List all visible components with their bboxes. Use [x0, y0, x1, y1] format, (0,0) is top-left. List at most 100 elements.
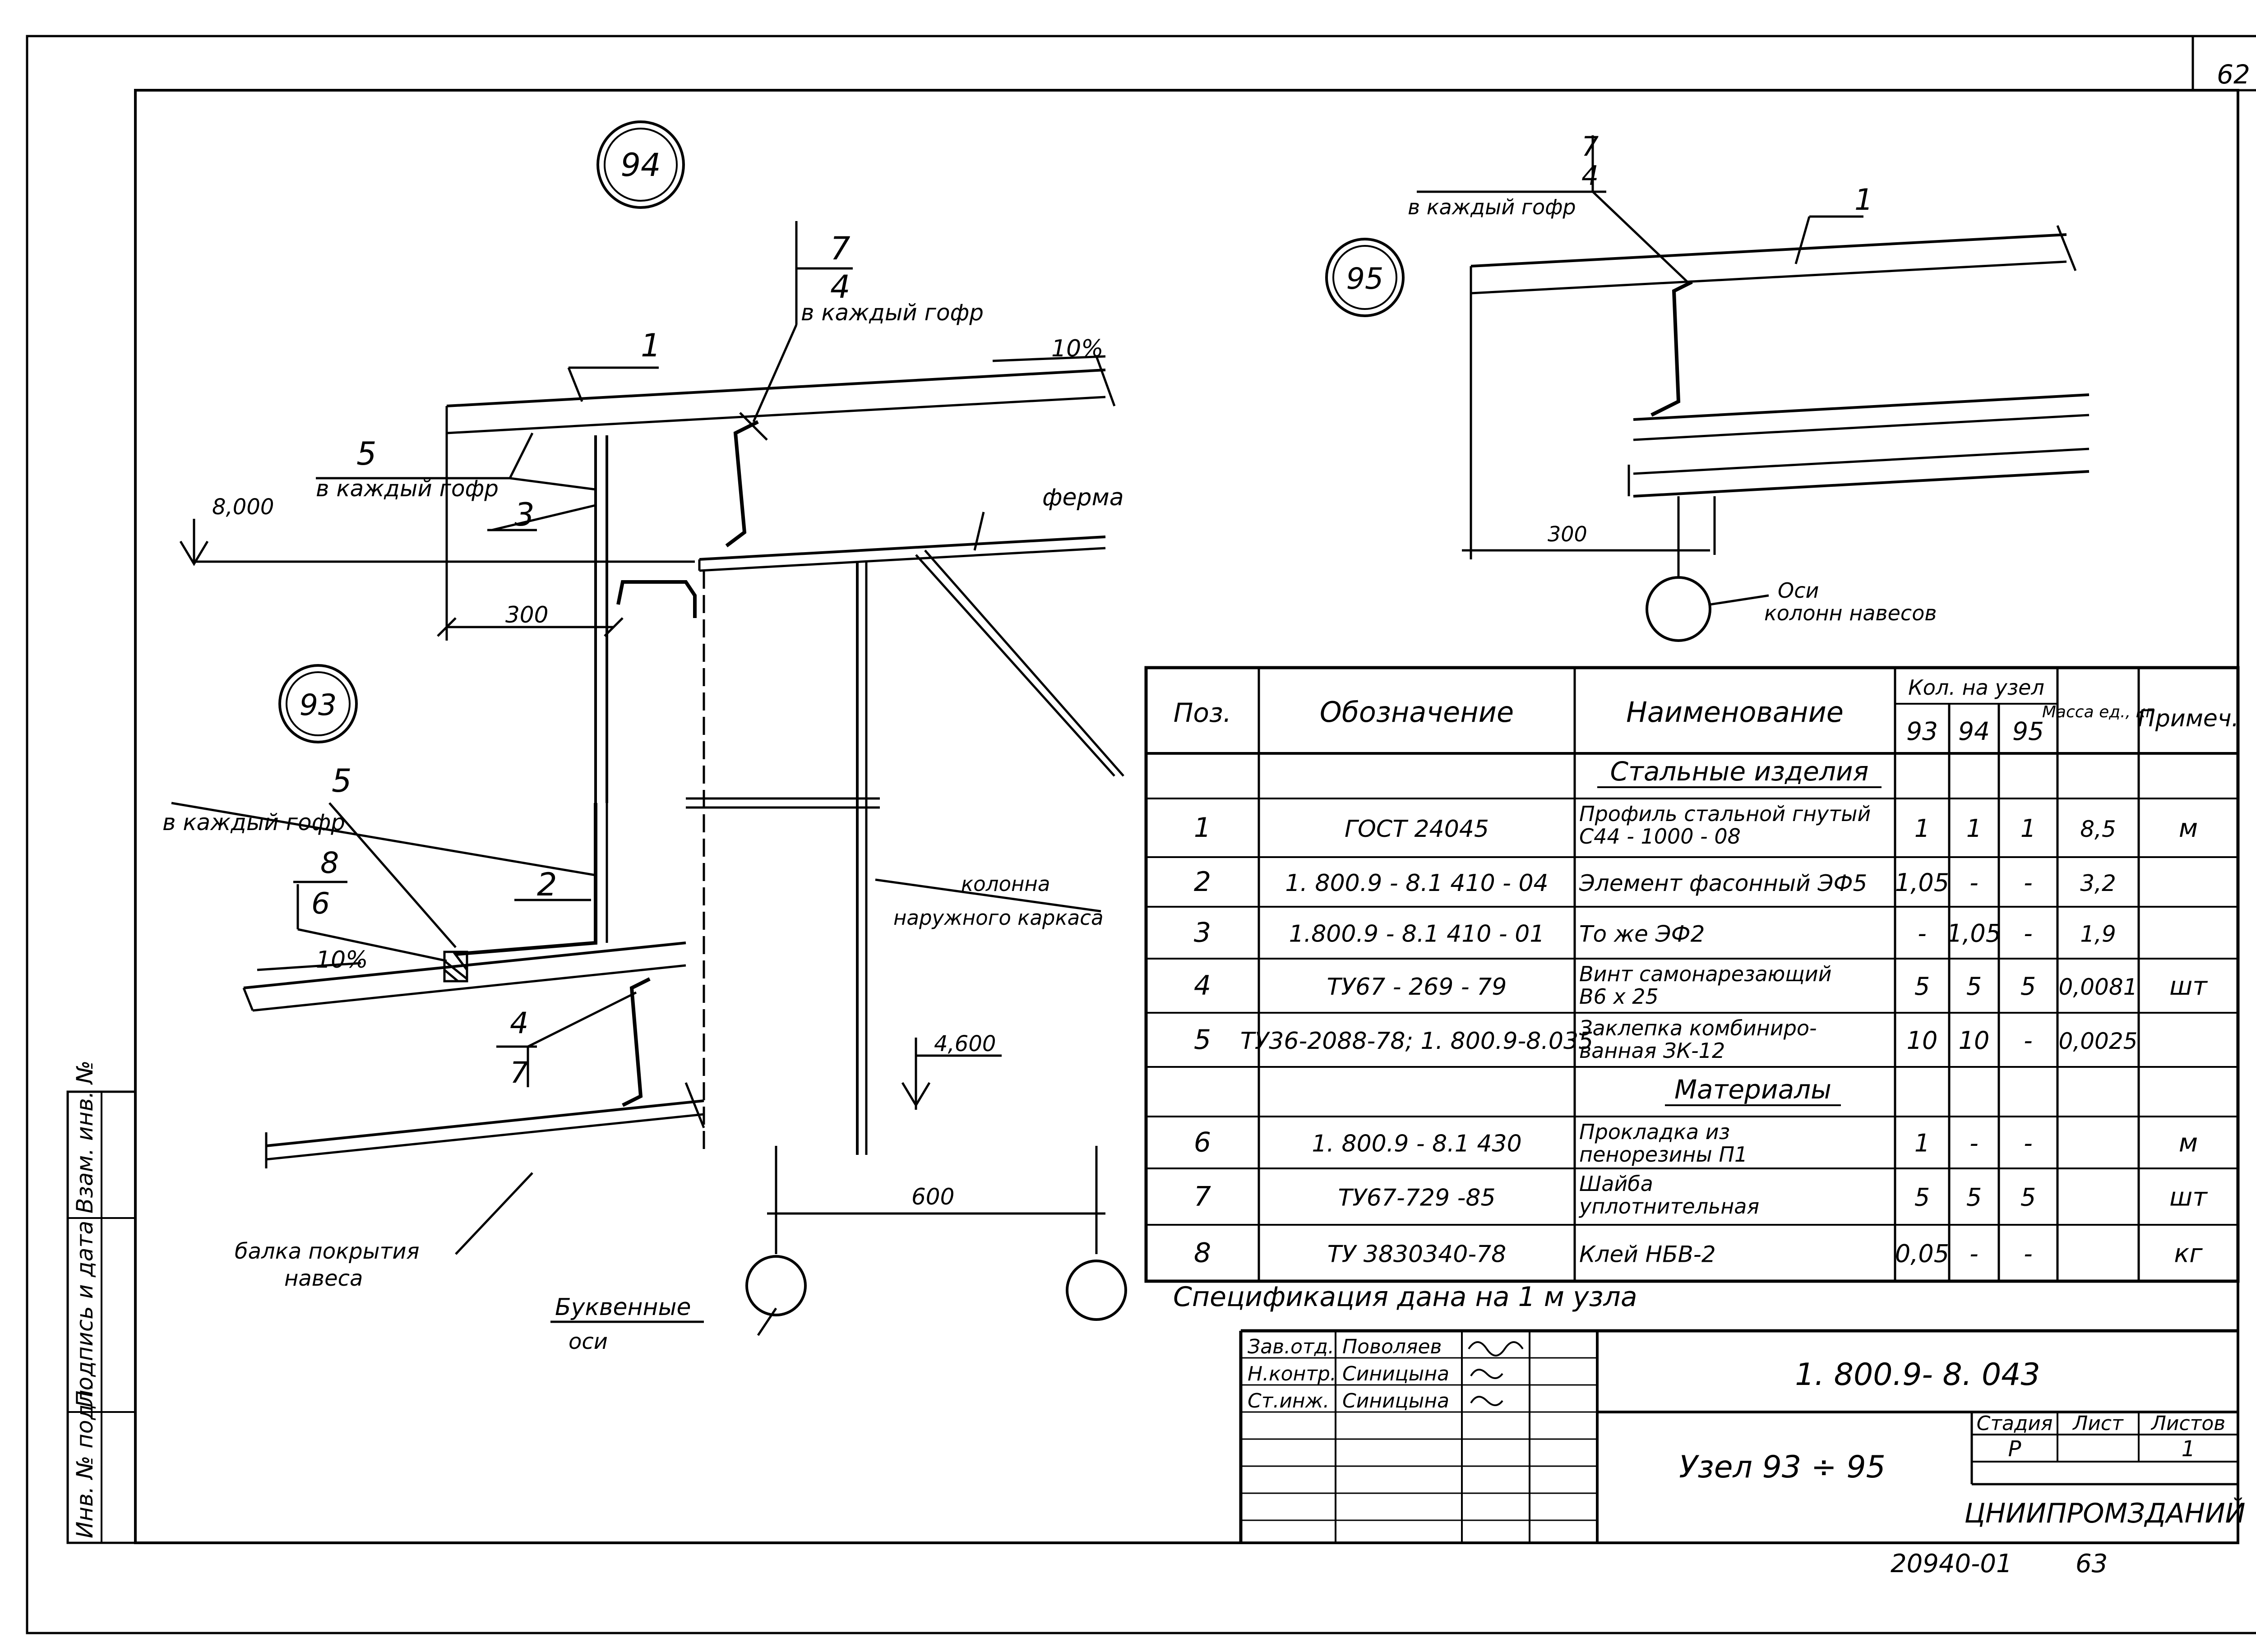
stamp-name-3: Синицына: [1342, 1389, 1449, 1412]
signature-3: [1470, 1396, 1503, 1406]
spec-row-8-name1: Клей НБВ-2: [1579, 1241, 1716, 1268]
spec-row-1-q94: 1: [1966, 814, 1982, 843]
sheet-title: Узел 93 ÷ 95: [1679, 1449, 1886, 1485]
stage-value: Р: [2008, 1436, 2021, 1462]
spec-row-5-q94: 10: [1959, 1026, 1990, 1055]
spec-row-6-pos: 6: [1194, 1127, 1211, 1158]
spec-row-1-name1: Профиль стальной гнутый: [1579, 802, 1871, 826]
spec-row-6-name2: пенорезины П1: [1579, 1142, 1747, 1167]
axis-circle-95: [1646, 576, 1711, 642]
spec-row-4-pos: 4: [1194, 970, 1211, 1001]
spec-row-5-name1: Заклепка комбиниро-: [1579, 1016, 1817, 1040]
page-number: 62: [2217, 59, 2250, 90]
title-block-text: Зав.отд. Н.контр. Ст.инж. Поволяев Синиц…: [1248, 1335, 2246, 1529]
node-95-circle: [1325, 238, 1405, 317]
stamp-name-1: Поволяев: [1342, 1335, 1442, 1358]
node-95-number: 95: [1346, 262, 1384, 296]
outer-border: [26, 35, 2256, 1634]
side-strip: Инв. № подл. Подпись и дата Взам. инв. №: [66, 1061, 137, 1544]
spec-row-4-name1: Винт самонарезающий: [1579, 962, 1832, 986]
side-label-sign: Подпись и дата: [72, 1221, 98, 1407]
letter-axes-2: оси: [569, 1329, 608, 1354]
slope-94: 10%: [1051, 335, 1104, 362]
letter-axes-1: Буквенные: [555, 1294, 691, 1321]
section-steel: Стальные изделия: [1610, 756, 1869, 787]
spec-footnote: Спецификация дана на 1 м узла: [1173, 1281, 1637, 1313]
spec-row-8-q93: 0,05: [1895, 1240, 1949, 1268]
spec-row-2-mass: 3,2: [2080, 870, 2116, 896]
spec-row-6-q93: 1: [1914, 1129, 1930, 1158]
spec-row-7-name2: уплотнительная: [1578, 1194, 1759, 1218]
dim-300-94: 300: [505, 602, 548, 628]
spec-row-6-designation: 1. 800.9 - 8.1 430: [1312, 1131, 1521, 1158]
spec-row-4-q93: 5: [1914, 972, 1930, 1001]
spec-row-1-pos: 1: [1194, 812, 1211, 844]
gasket: [443, 951, 468, 983]
each-corrug-95: в каждый гофр: [1408, 195, 1576, 219]
spec-row-7-q94: 5: [1966, 1183, 1982, 1212]
spec-row-3-q93: -: [1918, 919, 1927, 948]
node-95-drawing: [1325, 135, 2090, 642]
header-name: Наименование: [1626, 696, 1844, 729]
level-8000: 8,000: [212, 494, 274, 520]
signature-1: [1468, 1341, 1524, 1357]
beam-label-1: балка покрытия: [235, 1239, 420, 1264]
beam-label-2: навеса: [284, 1266, 363, 1291]
spec-row-4-designation: ТУ67 - 269 - 79: [1327, 974, 1507, 1001]
dim-600: 600: [911, 1184, 954, 1210]
leader-95-bottom: 4: [1581, 160, 1599, 192]
spec-row-1-note: м: [2179, 814, 2198, 843]
spec-row-2-pos: 2: [1194, 866, 1211, 898]
spec-row-4-name2: В6 х 25: [1579, 984, 1659, 1009]
node-94-drawing: [179, 120, 1124, 1155]
stamp-role-2: Н.контр.: [1248, 1362, 1336, 1385]
header-q95: 95: [2012, 717, 2044, 746]
spec-row-5-q93: 10: [1907, 1026, 1938, 1055]
header-note: Примеч.: [2138, 705, 2239, 732]
node-93-number: 93: [300, 688, 337, 722]
node-93-drawing: [171, 664, 1127, 1336]
spec-row-6-q94: -: [1969, 1129, 1979, 1158]
pos3-94: 3: [514, 496, 535, 533]
spec-row-2-q93: 1,05: [1895, 868, 1949, 897]
leader-94-bottom: 4: [830, 268, 851, 305]
spec-row-3-q94: 1,05: [1947, 919, 2001, 948]
spec-row-8-pos: 8: [1194, 1237, 1211, 1269]
each-corrug-94b: в каждый гофр: [316, 475, 499, 502]
sheets-header: Листов: [2150, 1412, 2225, 1435]
pos5-93: 5: [332, 762, 352, 799]
stamp-role-3: Ст.инж.: [1248, 1389, 1329, 1412]
spec-row-8-q95: -: [2024, 1240, 2033, 1268]
frac-7: 7: [510, 1056, 528, 1090]
each-corrug-94: в каждый гофр: [801, 300, 984, 326]
spec-row-2-q95: -: [2024, 868, 2033, 897]
spec-row-6-q95: -: [2024, 1129, 2033, 1158]
node-94-number: 94: [620, 147, 661, 184]
spec-row-2-name1: Элемент фасонный ЭФ5: [1579, 870, 1867, 896]
spec-row-7-note: шт: [2169, 1183, 2208, 1212]
stamp-role-1: Зав.отд.: [1248, 1335, 1334, 1358]
column-label-1: колонна: [961, 872, 1050, 896]
spec-row-7-q93: 5: [1914, 1183, 1930, 1212]
spec-row-4-q94: 5: [1966, 972, 1982, 1001]
stamp-name-2: Синицына: [1342, 1362, 1449, 1385]
spec-row-3-pos: 3: [1194, 917, 1211, 949]
frac-6: 6: [311, 887, 330, 921]
spec-row-8-designation: ТУ 3830340-78: [1327, 1241, 1507, 1268]
header-pos: Поз.: [1174, 697, 1231, 728]
dim-300-95: 300: [1548, 522, 1587, 546]
node-94-circle: [596, 120, 685, 209]
side-label-replace: Взам. инв. №: [72, 1061, 98, 1214]
archive-page: 63: [2076, 1549, 2108, 1578]
spec-row-5-q95: -: [2024, 1026, 2033, 1055]
spec-row-1-q95: 1: [2020, 814, 2036, 843]
axis-circle-left: [745, 1255, 807, 1316]
spec-row-1-mass: 8,5: [2080, 816, 2116, 842]
header-qty: Кол. на узел: [1908, 675, 2044, 700]
spec-row-7-pos: 7: [1194, 1181, 1211, 1213]
signature-2: [1470, 1369, 1503, 1379]
spec-row-4-q95: 5: [2020, 972, 2036, 1001]
header-q94: 94: [1958, 717, 1990, 746]
spec-row-7-name1: Шайба: [1579, 1172, 1653, 1196]
